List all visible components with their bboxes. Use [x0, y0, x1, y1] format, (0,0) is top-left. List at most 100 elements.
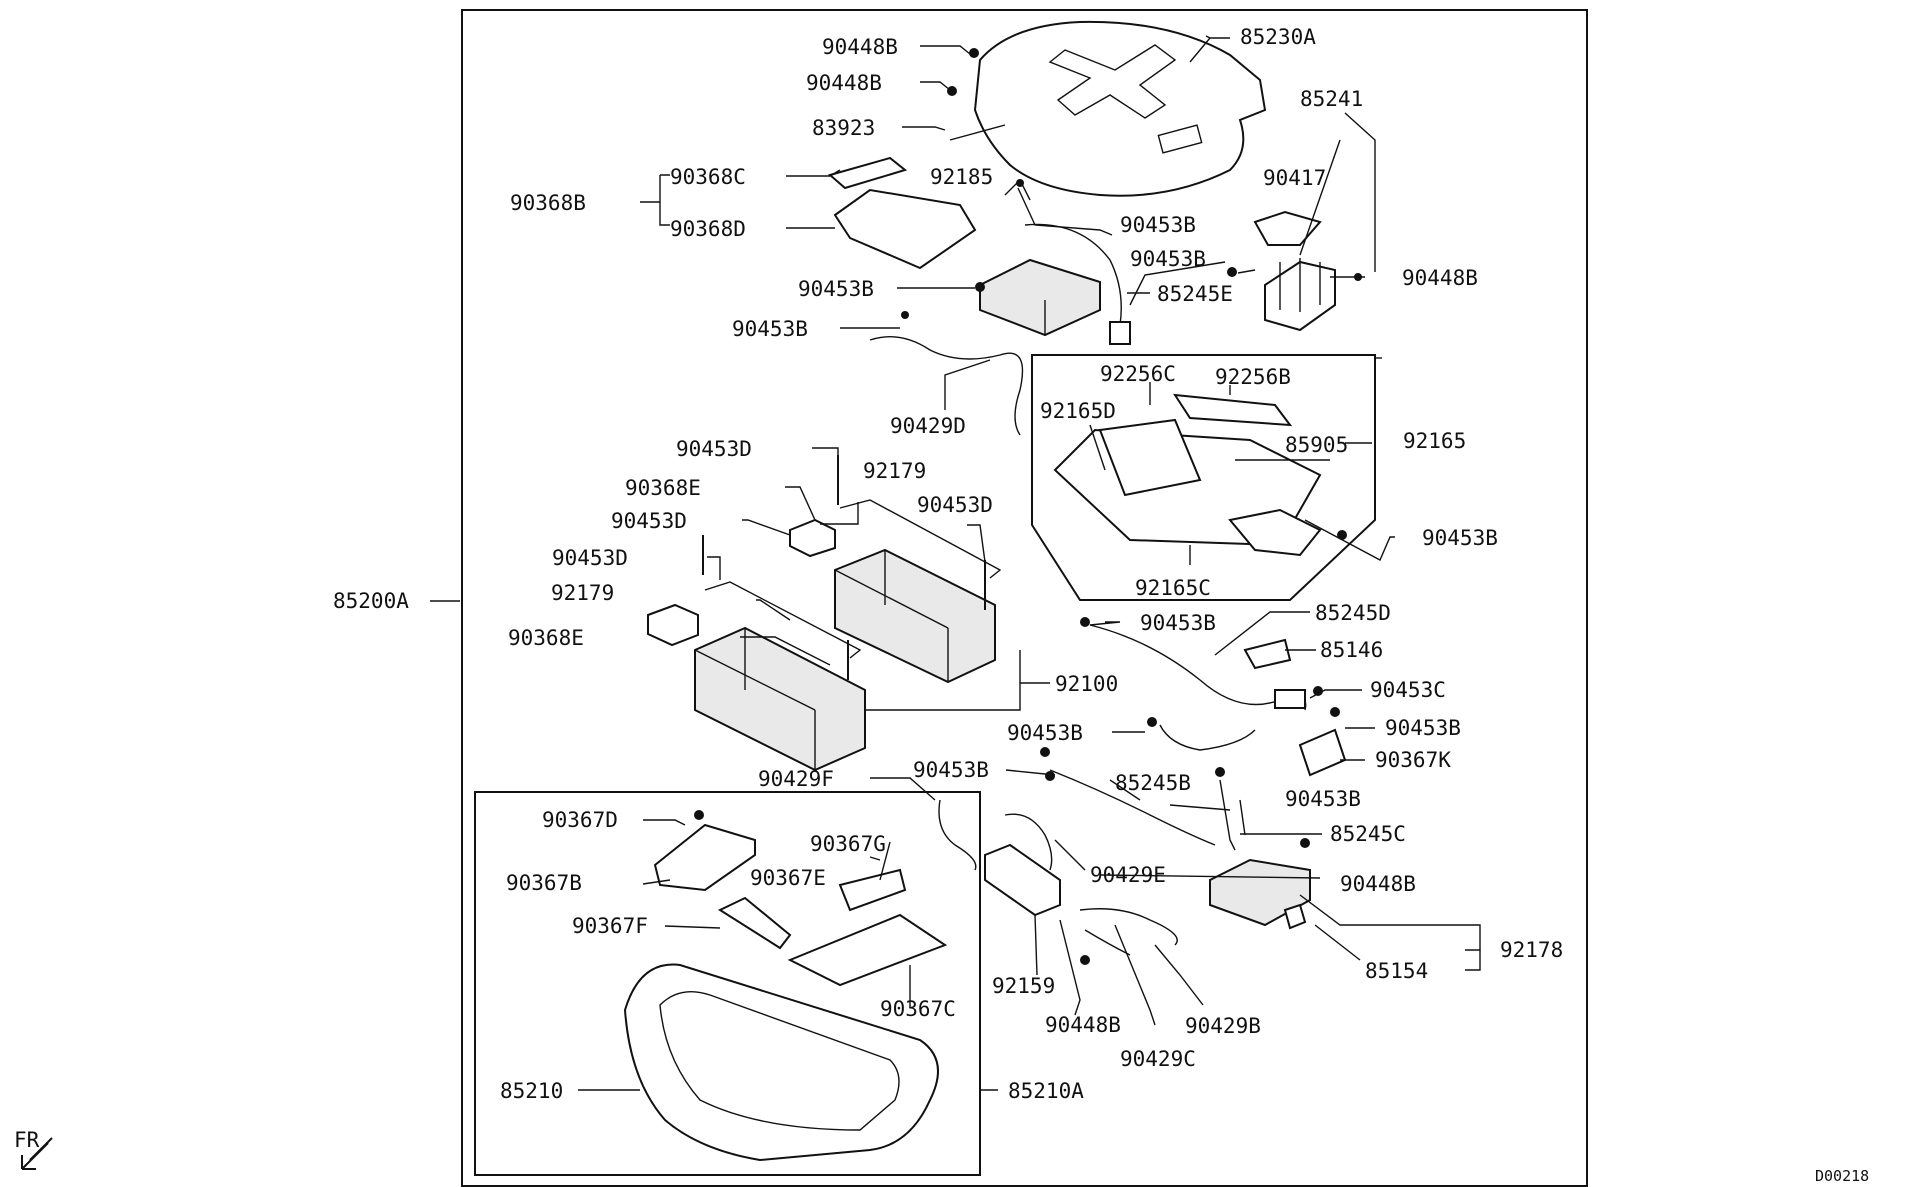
leader-lines	[430, 35, 1481, 1091]
label-90453D-c: 90453D	[611, 509, 687, 533]
label-90448B-a: 90448B	[822, 35, 898, 59]
fastener-markers	[694, 48, 1362, 965]
label-85245E: 85245E	[1157, 282, 1233, 306]
label-90453D-d: 90453D	[552, 546, 628, 570]
harness-90453b-lead	[1159, 724, 1256, 751]
harness-85245b	[1049, 769, 1216, 846]
outer-frame	[461, 9, 1588, 1187]
label-92179-b: 92179	[551, 581, 614, 605]
connector-85245e	[1109, 321, 1131, 345]
module-cover-part	[827, 156, 977, 270]
label-90429B: 90429B	[1185, 1014, 1261, 1038]
label-90453C: 90453C	[1370, 678, 1446, 702]
label-90429E: 90429E	[1090, 863, 1166, 887]
harness-90429f	[938, 799, 977, 871]
label-90453B-b: 90453B	[1130, 247, 1206, 271]
label-90453B-g: 90453B	[1007, 721, 1083, 745]
label-90453D-a: 90453D	[676, 437, 752, 461]
label-92159: 92159	[992, 974, 1055, 998]
label-92256B: 92256B	[1215, 365, 1291, 389]
plug-85154	[1283, 903, 1307, 930]
fuse-90453c	[1274, 689, 1306, 709]
label-90453B-e: 90453B	[1422, 526, 1498, 550]
label-85245C: 85245C	[1330, 822, 1406, 846]
battery-module-right	[834, 548, 996, 684]
label-90453B-f: 90453B	[1140, 611, 1216, 635]
bracket-92179-upper	[839, 499, 1002, 579]
bracket-90367b	[653, 823, 756, 892]
label-90453B-c: 90453B	[798, 277, 874, 301]
spacer-90368e-upper	[789, 518, 836, 558]
connector-85146	[1243, 638, 1292, 670]
bracket-90367f	[717, 896, 792, 950]
label-90448B-d: 90448B	[1340, 872, 1416, 896]
harness-90429e	[1004, 813, 1053, 871]
label-85245D: 85245D	[1315, 601, 1391, 625]
label-90453B-i: 90453B	[913, 758, 989, 782]
label-90453B-a: 90453B	[1120, 213, 1196, 237]
harness-85245e	[1024, 223, 1122, 326]
label-90448B-b: 90448B	[806, 71, 882, 95]
label-85241: 85241	[1300, 87, 1363, 111]
label-85905: 85905	[1285, 433, 1348, 457]
label-90367G: 90367G	[810, 832, 886, 856]
label-83923: 83923	[812, 116, 875, 140]
label-90367D: 90367D	[542, 808, 618, 832]
bracket-90367g	[838, 868, 907, 912]
harness-90429b	[1079, 908, 1178, 946]
label-90453D-b: 90453D	[917, 493, 993, 517]
label-90367K: 90367K	[1375, 748, 1451, 772]
label-90368E-a: 90368E	[625, 476, 701, 500]
label-85210A: 85210A	[1008, 1079, 1084, 1103]
battery-module-left	[694, 626, 866, 772]
label-90453B-d: 90453B	[732, 317, 808, 341]
label-85200A: 85200A	[333, 589, 409, 613]
label-92165C: 92165C	[1135, 576, 1211, 600]
label-90417: 90417	[1263, 166, 1326, 190]
label-90368C: 90368C	[670, 165, 746, 189]
label-90453B-j: 90453B	[1285, 787, 1361, 811]
label-90368B: 90368B	[510, 191, 586, 215]
front-direction-icon	[21, 1137, 53, 1170]
label-92256C: 92256C	[1100, 362, 1176, 386]
harness-90429c	[1084, 929, 1131, 956]
label-90448B-c: 90448B	[1402, 266, 1478, 290]
spacer-90368e-lower	[647, 603, 699, 647]
label-85154: 85154	[1365, 959, 1428, 983]
bracket-90367c	[787, 913, 948, 987]
top-cover-part	[973, 20, 1267, 197]
label-90448B-e: 90448B	[1045, 1013, 1121, 1037]
floor-subassembly-frame	[1031, 354, 1376, 601]
label-90429C: 90429C	[1120, 1047, 1196, 1071]
label-92185: 92185	[930, 165, 993, 189]
label-85230A: 85230A	[1240, 25, 1316, 49]
label-90429D: 90429D	[890, 414, 966, 438]
bracket-92179-lower	[704, 581, 862, 659]
label-90367B: 90367B	[506, 871, 582, 895]
label-85146: 85146	[1320, 638, 1383, 662]
harness-85245c	[1219, 779, 1236, 851]
harness-85245d	[1089, 624, 1307, 711]
label-90368D: 90368D	[670, 217, 746, 241]
floor-plate-part	[1053, 393, 1322, 557]
label-92100: 92100	[1055, 672, 1118, 696]
label-90368E-b: 90368E	[508, 626, 584, 650]
battery-tray-85210	[623, 963, 939, 1162]
label-85245B: 85245B	[1115, 771, 1191, 795]
label-90453B-h: 90453B	[1385, 716, 1461, 740]
label-90429F: 90429F	[758, 767, 834, 791]
label-85210: 85210	[500, 1079, 563, 1103]
ecu-part	[979, 258, 1101, 337]
bracket-90367k	[1298, 728, 1347, 777]
label-92179-a: 92179	[863, 459, 926, 483]
label-90367C: 90367C	[880, 997, 956, 1021]
label-92165D: 92165D	[1040, 399, 1116, 423]
label-92165: 92165	[1403, 429, 1466, 453]
tray-subassembly-frame	[474, 791, 981, 1176]
orientation-label: FR	[14, 1128, 40, 1152]
junction-box-92159	[984, 843, 1061, 917]
label-90367E: 90367E	[750, 866, 826, 890]
bracket-85241-part	[1253, 210, 1336, 332]
diagram-code: D00218	[1815, 1167, 1869, 1185]
